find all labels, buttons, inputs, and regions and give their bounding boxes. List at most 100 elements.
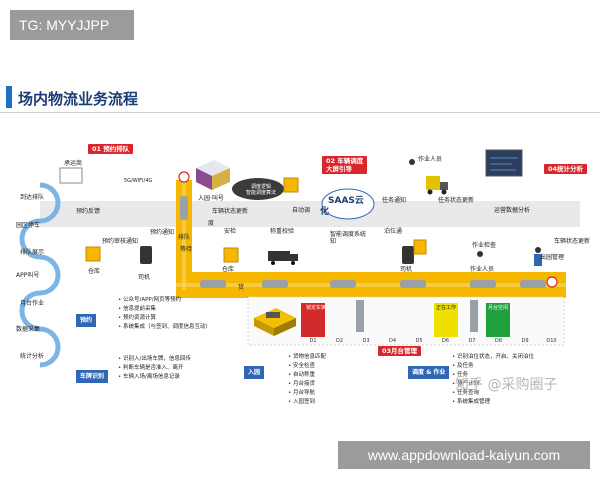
reserve-audit-label: 预约审核通知 (102, 238, 139, 245)
dock-status-locked: 锁定车辆 (306, 305, 327, 311)
left-cycle-arcs (19, 182, 61, 368)
bay-label: 货 (238, 284, 245, 291)
berth-notify-label: 泊位通 (384, 228, 403, 235)
op-check-label: 作业检查 (472, 242, 497, 249)
smart-dispatch-label: 智能调度系统 (330, 231, 367, 238)
page-title: 场内物流业务流程 (18, 91, 139, 108)
section-tag-plate: 车牌识别 (76, 370, 109, 383)
cloud-char-label: 化 (320, 207, 330, 217)
sec-entry-item: 入园签到 (288, 399, 315, 406)
dock-pallet-illustration (254, 308, 296, 336)
sec-plate-item: 车辆入场/离场信息记录 (118, 374, 180, 381)
sec-entry-item: 月台导航 (288, 390, 315, 397)
sec-reservation-item: 系统集成（与签到、调度信息互动） (118, 324, 211, 331)
vehicle-status-update2-label: 车辆状态更新 (554, 238, 591, 245)
cloud (321, 188, 375, 220)
auto-dispatch-label: 自动调 (292, 207, 311, 214)
waiting-area-label: 等待 (180, 246, 193, 253)
road-arrows (180, 196, 546, 288)
phone-2 (402, 246, 414, 264)
dock-status-free: 月台空闲 (488, 305, 509, 311)
phone-1 (140, 246, 152, 264)
section-tag-entry: 入园 (244, 366, 265, 379)
task-notify-label: 任务通知 (382, 197, 407, 204)
divider (0, 112, 600, 113)
watermark-bottom: www.appdownload-kaiyun.com (338, 441, 590, 469)
cycle-step-7: 统计分析 (20, 353, 45, 360)
dispatch-bubble (232, 178, 284, 200)
security-label: 安检 (224, 228, 237, 235)
sec-dispatch-item: 任务查询 (452, 390, 479, 397)
dock-label-d8: D8 (494, 338, 503, 344)
sec-plate-item: 识别入/出场车牌，信息回传 (118, 356, 191, 363)
reserve-feedback-label: 预约反馈 (76, 208, 101, 215)
dock-label-d6: D6 (441, 338, 450, 344)
network-label: 5G/WIFI/4G (124, 178, 153, 184)
sec-plate-item: 判断车辆是否准入、离开 (118, 365, 184, 372)
reserve-notify-label: 预约通知 (150, 229, 175, 236)
dashboard-screen (485, 149, 523, 177)
dock-label-d7: D7 (468, 338, 476, 344)
cycle-step-6: 数据采集 (16, 326, 41, 333)
sec-entry-item: 自动称重 (288, 372, 315, 379)
wait-label: 排队 (178, 234, 191, 241)
entry-call-label: 入园·叫号 (198, 195, 224, 202)
dispatch2-label: 度 (208, 220, 215, 227)
truck-top (196, 160, 230, 190)
sec-dispatch-item: 识别泊位状态，开启、关闭泊位 (452, 354, 534, 361)
sec-entry-item: 安全检查 (288, 363, 315, 370)
dock-label-d3: D3 (362, 338, 370, 344)
sec-reservation-item: 信息提前采集 (118, 306, 156, 313)
cycle-step-4: APP叫号 (16, 272, 40, 279)
cycle-step-2: 园区停车 (16, 222, 41, 229)
dock-free (486, 303, 510, 337)
sec-dispatch-item: 系统集成管理 (452, 399, 490, 406)
carrier-label: 承运商 (64, 160, 83, 167)
dock-label-d10: D10 (546, 338, 557, 344)
dock-label-d4: D4 (388, 338, 397, 344)
truck-middle (268, 251, 298, 265)
task-status-label: 任务状态更新 (438, 197, 475, 204)
title-accent-bar (6, 86, 12, 108)
driver1-label: 司机 (138, 274, 151, 281)
sec-reservation-item: 公众号/APP/网页等预约 (118, 297, 181, 304)
watermark-top: TG: MYYJJPP (10, 10, 134, 40)
saas-label: SAAS云 (328, 196, 364, 206)
dock-label-d5: D5 (415, 338, 423, 344)
tag-platform: 03月台管理 (378, 346, 422, 356)
dock-label-d9: D9 (521, 338, 529, 344)
tag-dispatch: 02 车辆调度 大屏引导 (322, 156, 368, 174)
section-tag-dispatch: 调度 & 作业 (408, 366, 450, 379)
ki-label: 知 (330, 238, 337, 245)
cycle-step-3: 排队展示 (20, 249, 45, 256)
sec-dispatch-item: 任务 (452, 372, 468, 379)
driver2-label: 司机 (400, 266, 413, 273)
dock-working (434, 303, 458, 337)
cycle-step-1: 到达排队 (20, 194, 45, 201)
section-tag-reservation: 预约 (76, 314, 97, 327)
sec-entry-item: 月台接货 (288, 381, 315, 388)
ops-analysis-label: 运营数据分析 (494, 207, 531, 214)
operator2-label: 作业人员 (470, 266, 495, 273)
dock-locked (301, 303, 325, 337)
dock-status-working: 正在工作 (436, 305, 457, 311)
vehicle-status-update1-label: 车辆状态更新 (212, 208, 249, 215)
tag-reservation: 01 预约排队 (88, 144, 134, 154)
grey-band (40, 201, 580, 227)
cycle-step-5: 月台作业 (20, 300, 45, 307)
flow-diagram (19, 149, 580, 368)
forklift (426, 176, 448, 195)
zhihu-watermark: 知乎 @采购圈子 (455, 377, 558, 393)
operator1-label: 作业人员 (418, 156, 443, 163)
warehouse1-label: 仓库 (88, 268, 101, 275)
warehouse2-label: 仓库 (222, 266, 235, 273)
tag-stats: 04统计分析 (544, 164, 588, 174)
weighing-label: 称重校验 (270, 228, 295, 235)
sec-reservation-item: 预约资源计算 (118, 315, 156, 322)
dispatch-bubble-text: 调度逻辑 智能调度算法 (246, 184, 277, 196)
sec-dispatch-item: 及任务 (452, 363, 474, 370)
dock-label-d1: D1 (309, 338, 317, 344)
dock-label-d2: D2 (335, 338, 344, 344)
exit-mgmt-label: 出园管理 (540, 254, 565, 261)
sec-dispatch-item: 排产计划 (452, 381, 479, 388)
